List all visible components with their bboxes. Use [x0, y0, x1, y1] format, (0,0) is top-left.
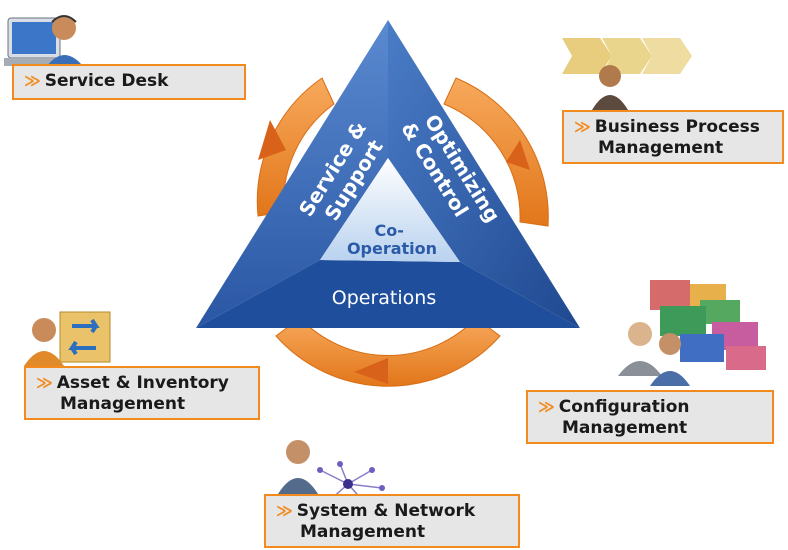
box-asset-inventory-line2: Management — [60, 394, 186, 414]
cycle-ring — [256, 77, 549, 387]
box-system-network-line2: Management — [300, 522, 426, 542]
label-co-operation: Co- Operation — [347, 221, 437, 258]
service-desk-agent-icon — [4, 15, 86, 70]
configuration-blocks-icon — [618, 280, 766, 386]
triangle-left-face — [196, 20, 388, 328]
ring-segment-left — [256, 77, 335, 217]
box-configuration-line2: Management — [562, 418, 688, 438]
business-process-person-icon — [562, 38, 692, 110]
ring-segment-bottom — [275, 317, 501, 387]
chevron-bullet-icon: ≫ — [276, 501, 293, 520]
network-person-icon — [278, 440, 385, 505]
ring-arrow-bottom — [354, 358, 388, 384]
chevron-bullet-icon: ≫ — [574, 117, 591, 136]
chevron-bullet-icon: ≫ — [24, 71, 41, 90]
chevron-bullet-icon: ≫ — [538, 397, 555, 416]
box-configuration-line1: Configuration — [558, 397, 690, 417]
ring-arrow-left — [258, 120, 286, 160]
chevron-bullet-icon: ≫ — [36, 373, 53, 392]
triangle-bottom-face — [196, 260, 580, 328]
triangle-right-face — [388, 20, 580, 328]
box-business-process-line1: Business Process — [594, 117, 760, 137]
box-business-process-line2: Management — [598, 138, 724, 158]
box-asset-inventory: ≫Asset & Inventory Management — [24, 366, 260, 420]
box-system-network: ≫System & Network Management — [264, 494, 520, 548]
box-system-network-line1: System & Network — [296, 501, 476, 521]
box-business-process: ≫Business Process Management — [562, 110, 784, 164]
box-configuration: ≫Configuration Management — [526, 390, 774, 444]
asset-inventory-person-icon — [24, 311, 111, 366]
label-operations: Operations — [332, 287, 436, 309]
box-service-desk: ≫Service Desk — [12, 64, 246, 100]
ring-arrow-right — [506, 140, 530, 170]
triangle — [196, 20, 580, 328]
box-service-desk-label: Service Desk — [44, 71, 169, 91]
triangle-center — [320, 158, 460, 262]
box-asset-inventory-line1: Asset & Inventory — [56, 373, 229, 393]
ring-segment-right — [443, 77, 549, 227]
